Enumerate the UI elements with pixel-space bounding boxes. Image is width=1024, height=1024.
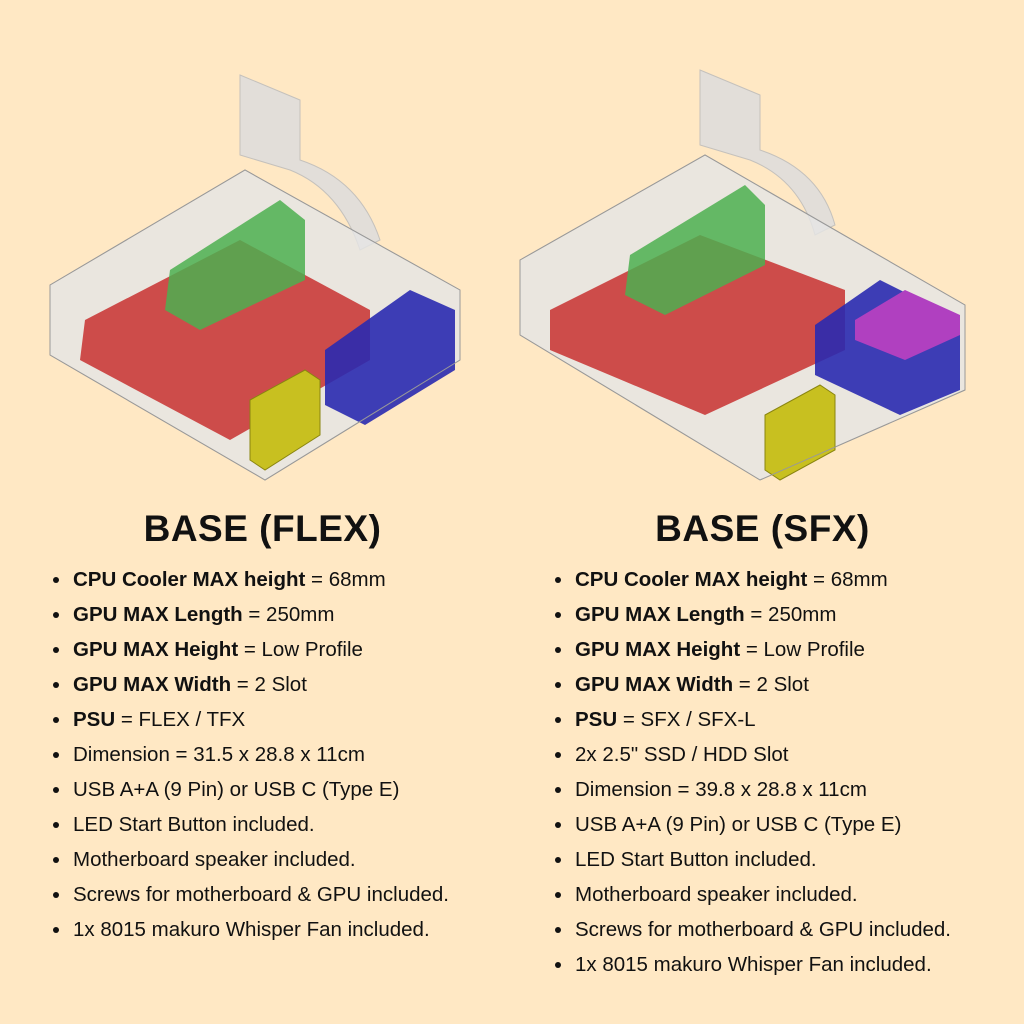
spec-item: Screws for motherboard & GPU included. xyxy=(53,877,449,912)
spec-item: USB A+A (9 Pin) or USB C (Type E) xyxy=(555,807,951,842)
spec-value: = SFX / SFX-L xyxy=(617,708,756,731)
spec-item: Dimension = 31.5 x 28.8 x 11cm xyxy=(53,737,449,772)
fan xyxy=(249,369,321,471)
spec-item: 2x 2.5" SSD / HDD Slot xyxy=(555,737,951,772)
spec-label: PSU xyxy=(575,708,618,731)
spec-item: GPU MAX Width = 2 Slot xyxy=(53,667,449,702)
spec-value: LED Start Button included. xyxy=(575,848,817,871)
spec-value: Motherboard speaker included. xyxy=(73,848,356,871)
spec-item: GPU MAX Length = 250mm xyxy=(53,597,449,632)
spec-item: Screws for motherboard & GPU included. xyxy=(555,912,951,947)
sfx-title: BASE (SFX) xyxy=(655,508,870,549)
sfx-case-render xyxy=(519,69,966,481)
spec-item: PSU = SFX / SFX-L xyxy=(555,702,951,737)
spec-value: = Low Profile xyxy=(740,638,865,661)
psu xyxy=(325,290,455,425)
spec-value: 1x 8015 makuro Whisper Fan included. xyxy=(73,918,430,941)
motherboard xyxy=(550,235,845,415)
spec-item: CPU Cooler MAX height = 68mm xyxy=(555,562,951,597)
riser-cable xyxy=(239,74,381,251)
ssd-bracket xyxy=(855,290,960,360)
spec-item: GPU MAX Width = 2 Slot xyxy=(555,667,951,702)
spec-item: GPU MAX Height = Low Profile xyxy=(555,632,951,667)
spec-item: GPU MAX Height = Low Profile xyxy=(53,632,449,667)
flex-title: BASE (FLEX) xyxy=(143,508,382,549)
spec-value: USB A+A (9 Pin) or USB C (Type E) xyxy=(73,778,400,801)
spec-value: = 68mm xyxy=(305,568,386,591)
spec-label: GPU MAX Length xyxy=(73,603,243,626)
spec-value: Screws for motherboard & GPU included. xyxy=(73,883,449,906)
spec-item: PSU = FLEX / TFX xyxy=(53,702,449,737)
spec-value: = Low Profile xyxy=(238,638,363,661)
spec-value: 1x 8015 makuro Whisper Fan included. xyxy=(575,953,932,976)
spec-label: GPU MAX Width xyxy=(575,673,734,696)
spec-label: GPU MAX Length xyxy=(575,603,745,626)
case-outline xyxy=(49,169,461,481)
spec-value: Screws for motherboard & GPU included. xyxy=(575,918,951,941)
spec-value: = FLEX / TFX xyxy=(115,708,246,731)
spec-value: Motherboard speaker included. xyxy=(575,883,858,906)
spec-value: Dimension = 31.5 x 28.8 x 11cm xyxy=(73,743,365,766)
spec-item: LED Start Button included. xyxy=(555,842,951,877)
spec-item: GPU MAX Length = 250mm xyxy=(555,597,951,632)
spec-value: = 68mm xyxy=(807,568,888,591)
spec-item: USB A+A (9 Pin) or USB C (Type E) xyxy=(53,772,449,807)
cpu-cooler xyxy=(165,200,305,330)
flex-case-render xyxy=(49,74,461,481)
case-outline xyxy=(519,154,966,481)
spec-item: CPU Cooler MAX height = 68mm xyxy=(53,562,449,597)
spec-item: 1x 8015 makuro Whisper Fan included. xyxy=(53,912,449,947)
cpu-cooler xyxy=(625,185,765,315)
spec-item: 1x 8015 makuro Whisper Fan included. xyxy=(555,947,951,982)
spec-value: 2x 2.5" SSD / HDD Slot xyxy=(575,743,789,766)
spec-value: LED Start Button included. xyxy=(73,813,315,836)
spec-value: = 250mm xyxy=(744,603,837,626)
spec-item: LED Start Button included. xyxy=(53,807,449,842)
spec-item: Motherboard speaker included. xyxy=(555,877,951,912)
spec-label: PSU xyxy=(73,708,116,731)
spec-value: USB A+A (9 Pin) or USB C (Type E) xyxy=(575,813,902,836)
spec-value: = 250mm xyxy=(242,603,335,626)
spec-value: Dimension = 39.8 x 28.8 x 11cm xyxy=(575,778,867,801)
spec-label: GPU MAX Height xyxy=(73,638,239,661)
spec-label: CPU Cooler MAX height xyxy=(73,568,306,591)
spec-label: GPU MAX Width xyxy=(73,673,232,696)
spec-value: = 2 Slot xyxy=(231,673,307,696)
spec-value: = 2 Slot xyxy=(733,673,809,696)
spec-label: CPU Cooler MAX height xyxy=(575,568,808,591)
fan xyxy=(764,384,836,481)
spec-label: GPU MAX Height xyxy=(575,638,741,661)
spec-item: Motherboard speaker included. xyxy=(53,842,449,877)
spec-item: Dimension = 39.8 x 28.8 x 11cm xyxy=(555,772,951,807)
